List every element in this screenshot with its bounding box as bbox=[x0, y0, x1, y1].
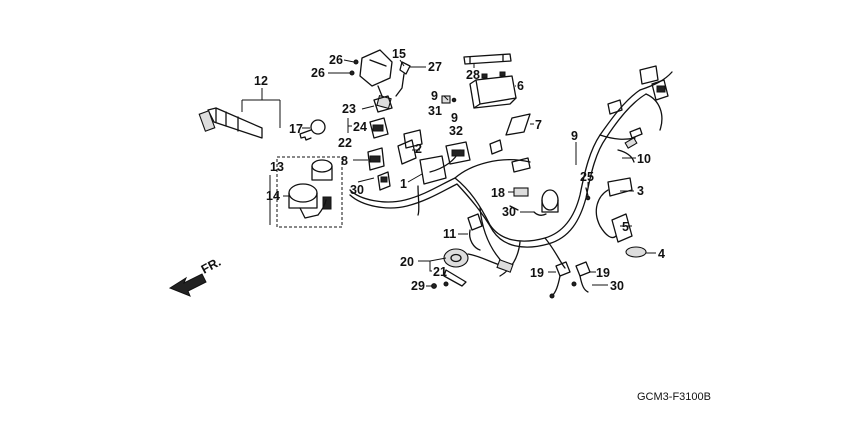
callout-23: 23 bbox=[342, 102, 356, 116]
callout-9b: 9 bbox=[451, 111, 458, 125]
callout-9c: 9 bbox=[571, 129, 578, 143]
fuse bbox=[441, 95, 457, 104]
callout-25: 25 bbox=[580, 170, 594, 184]
callout-28: 28 bbox=[466, 68, 480, 82]
callout-26b: 26 bbox=[311, 66, 325, 80]
handlebar-grip bbox=[198, 107, 263, 139]
callout-13: 13 bbox=[270, 160, 284, 174]
stop-switch-right bbox=[571, 261, 591, 293]
stop-switch-left bbox=[549, 261, 571, 299]
screw bbox=[431, 283, 437, 289]
winker-relay bbox=[533, 189, 559, 216]
leader-lines bbox=[241, 59, 656, 287]
battery-pad bbox=[505, 113, 531, 136]
callout-numbers: 1 2 3 4 5 6 7 8 9 9 9 10 11 12 13 14 15 … bbox=[254, 47, 665, 293]
callout-1: 1 bbox=[400, 177, 407, 191]
callout-4: 4 bbox=[658, 247, 665, 261]
callout-12: 12 bbox=[254, 74, 268, 88]
battery-band bbox=[463, 53, 512, 65]
diagram-code: GCM3-F3100B bbox=[637, 391, 711, 403]
callout-17: 17 bbox=[289, 122, 303, 136]
callout-8: 8 bbox=[341, 154, 348, 168]
callout-26a: 26 bbox=[329, 53, 343, 67]
ignition-coil bbox=[595, 177, 647, 258]
callout-29: 29 bbox=[411, 279, 425, 293]
handlebar-switch bbox=[349, 49, 393, 110]
switch-sensor bbox=[467, 213, 483, 251]
callout-6: 6 bbox=[517, 79, 524, 93]
headlight-couplers bbox=[607, 65, 669, 115]
horn bbox=[443, 248, 514, 287]
direction-label: FR. bbox=[199, 255, 223, 277]
callout-15: 15 bbox=[392, 47, 406, 61]
main-wire-harness bbox=[349, 71, 673, 277]
callout-30c: 30 bbox=[610, 279, 624, 293]
callout-32: 32 bbox=[449, 124, 463, 138]
callout-11: 11 bbox=[443, 227, 456, 241]
relay-connector bbox=[395, 61, 411, 97]
callout-31: 31 bbox=[428, 104, 442, 118]
callout-30a: 30 bbox=[350, 183, 364, 197]
callout-2: 2 bbox=[415, 142, 422, 156]
callout-3: 3 bbox=[637, 184, 644, 198]
callout-22: 22 bbox=[338, 136, 352, 150]
callout-21: 21 bbox=[433, 265, 447, 279]
callout-30b: 30 bbox=[502, 205, 516, 219]
callout-18: 18 bbox=[491, 186, 505, 200]
front-direction-arrow: FR. bbox=[168, 255, 223, 297]
callout-10: 10 bbox=[637, 152, 651, 166]
callout-9a: 9 bbox=[431, 89, 438, 103]
callout-27: 27 bbox=[428, 60, 442, 74]
cdi-connector bbox=[617, 127, 643, 163]
callout-19a: 19 bbox=[530, 266, 544, 280]
bolt bbox=[585, 187, 591, 201]
callout-7: 7 bbox=[535, 118, 542, 132]
starter-relay bbox=[369, 95, 393, 139]
ignition-switch-assembly bbox=[276, 156, 343, 228]
coupler-cluster bbox=[367, 129, 531, 191]
callout-14: 14 bbox=[266, 189, 280, 203]
callout-24: 24 bbox=[353, 120, 367, 134]
ignition-key bbox=[299, 119, 326, 141]
callout-20: 20 bbox=[400, 255, 414, 269]
callout-19b: 19 bbox=[596, 266, 610, 280]
battery bbox=[469, 71, 517, 109]
callout-5: 5 bbox=[622, 220, 629, 234]
